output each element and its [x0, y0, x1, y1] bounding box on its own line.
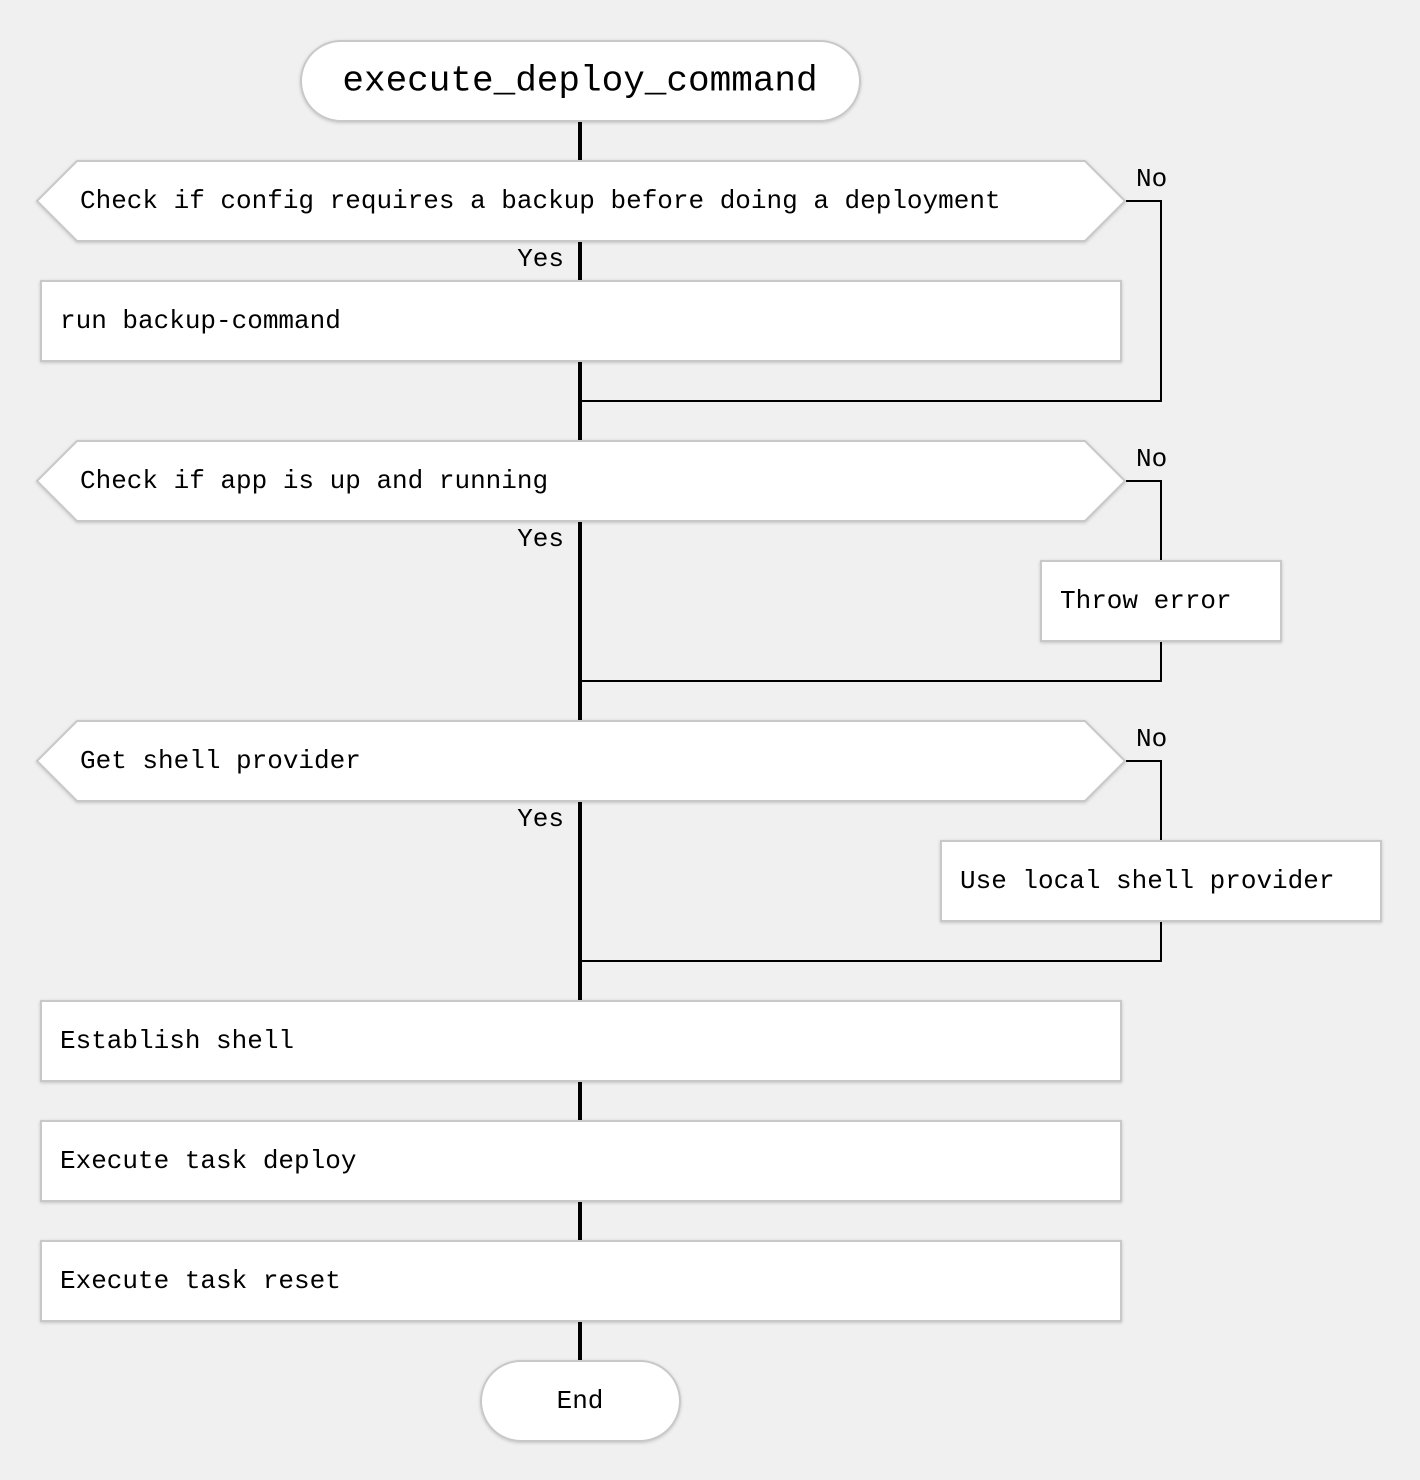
yes-label: Yes — [517, 244, 564, 274]
no-label: No — [1136, 444, 1167, 474]
step-label: run backup-command — [60, 306, 341, 336]
start-label: execute_deploy_command — [342, 61, 817, 102]
step-throw-error[interactable]: Throw error — [1040, 560, 1282, 642]
step-use-local-shell-provider[interactable]: Use local shell provider — [940, 840, 1382, 922]
yes-label: Yes — [517, 804, 564, 834]
step-label: Throw error — [1060, 586, 1232, 616]
decision-app-running[interactable]: Check if app is up and running — [35, 440, 1127, 522]
step-establish-shell[interactable]: Establish shell — [40, 1000, 1122, 1082]
edge-throw-error-merge — [580, 642, 1162, 682]
end-node[interactable]: End — [480, 1360, 681, 1442]
decision-label: Check if config requires a backup before… — [80, 186, 1001, 216]
step-run-backup-command[interactable]: run backup-command — [40, 280, 1122, 362]
decision-label: Check if app is up and running — [80, 466, 548, 496]
decision-backup-required[interactable]: Check if config requires a backup before… — [35, 160, 1127, 242]
yes-label: Yes — [517, 524, 564, 554]
no-label: No — [1136, 164, 1167, 194]
no-label: No — [1136, 724, 1167, 754]
edge-decision-3-no — [1126, 760, 1162, 840]
edge-decision-2-no — [1126, 480, 1162, 560]
step-label: Establish shell — [60, 1026, 294, 1056]
step-label: Execute task deploy — [60, 1146, 356, 1176]
connectors — [578, 122, 1162, 1360]
start-node[interactable]: execute_deploy_command — [300, 40, 861, 122]
step-execute-task-deploy[interactable]: Execute task deploy — [40, 1120, 1122, 1202]
step-label: Use local shell provider — [960, 866, 1334, 896]
step-label: Execute task reset — [60, 1266, 341, 1296]
end-label: End — [557, 1386, 604, 1416]
decision-shell-provider[interactable]: Get shell provider — [35, 720, 1127, 802]
edge-decision-1-no — [580, 200, 1162, 402]
step-execute-task-reset[interactable]: Execute task reset — [40, 1240, 1122, 1322]
decision-label: Get shell provider — [80, 746, 361, 776]
edge-local-shell-merge — [580, 922, 1162, 962]
